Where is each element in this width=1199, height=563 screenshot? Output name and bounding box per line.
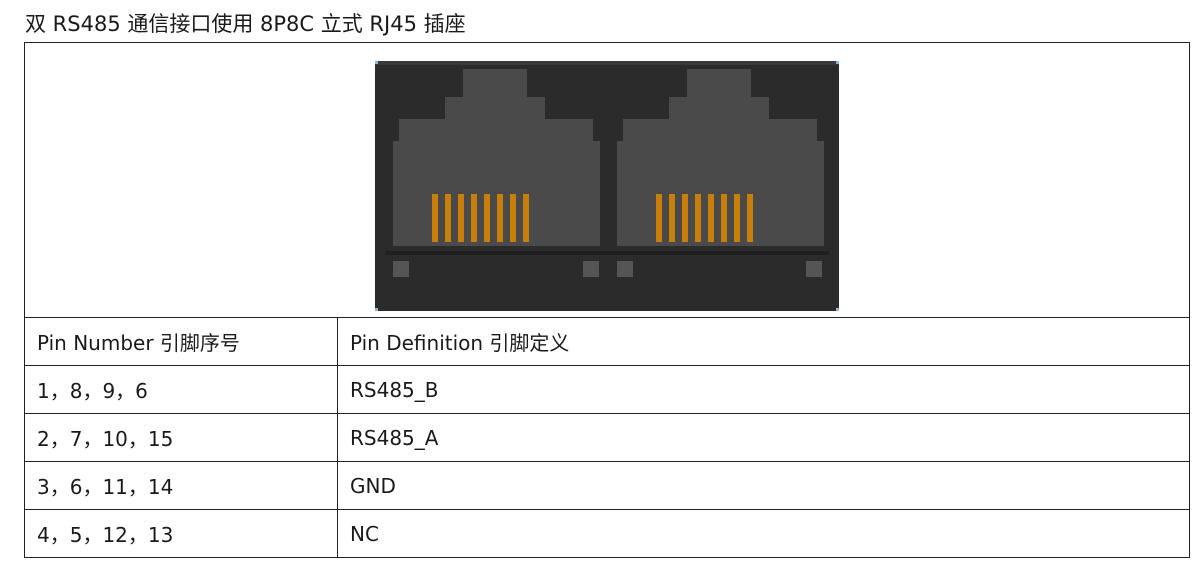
pin-number-cell: 2，7，10，15 [24, 413, 338, 462]
right-port-led-left [617, 261, 633, 277]
right-port-opening [617, 69, 824, 246]
pin-definition-cell: RS485_A [337, 413, 1190, 462]
image-row [24, 42, 1190, 318]
left-port-contacts [432, 194, 529, 242]
header-pin-definition: Pin Definition 引脚定义 [337, 317, 1190, 366]
pin-number-cell: 1，8，9，6 [24, 365, 338, 414]
rj45-dual-jack-icon [375, 61, 839, 311]
jack-bottom-ridge [385, 251, 829, 255]
pin-definition-cell: NC [337, 509, 1190, 558]
table-row: 3，6，11，14 GND [24, 461, 1190, 510]
document-title: 双 RS485 通信接口使用 8P8C 立式 RJ45 插座 [25, 12, 466, 36]
left-port-led-left [393, 261, 409, 277]
table-row: 1，8，9，6 RS485_B [24, 365, 1190, 414]
left-port-opening [393, 69, 600, 246]
pin-number-cell: 4，5，12，13 [24, 509, 338, 558]
pin-definition-cell: GND [337, 461, 1190, 510]
table-row: 4，5，12，13 NC [24, 509, 1190, 558]
pin-definition-table: Pin Number 引脚序号 Pin Definition 引脚定义 1，8，… [24, 42, 1190, 558]
pin-definition-cell: RS485_B [337, 365, 1190, 414]
pin-number-cell: 3，6，11，14 [24, 461, 338, 510]
header-pin-number: Pin Number 引脚序号 [24, 317, 338, 366]
table-header-row: Pin Number 引脚序号 Pin Definition 引脚定义 [24, 317, 1190, 366]
right-port-contacts [656, 194, 753, 242]
jack-housing-top-edge [375, 61, 839, 65]
left-port-led-right [583, 261, 599, 277]
connector-image-cell [24, 42, 1190, 318]
table-row: 2，7，10，15 RS485_A [24, 413, 1190, 462]
right-port-led-right [806, 261, 822, 277]
